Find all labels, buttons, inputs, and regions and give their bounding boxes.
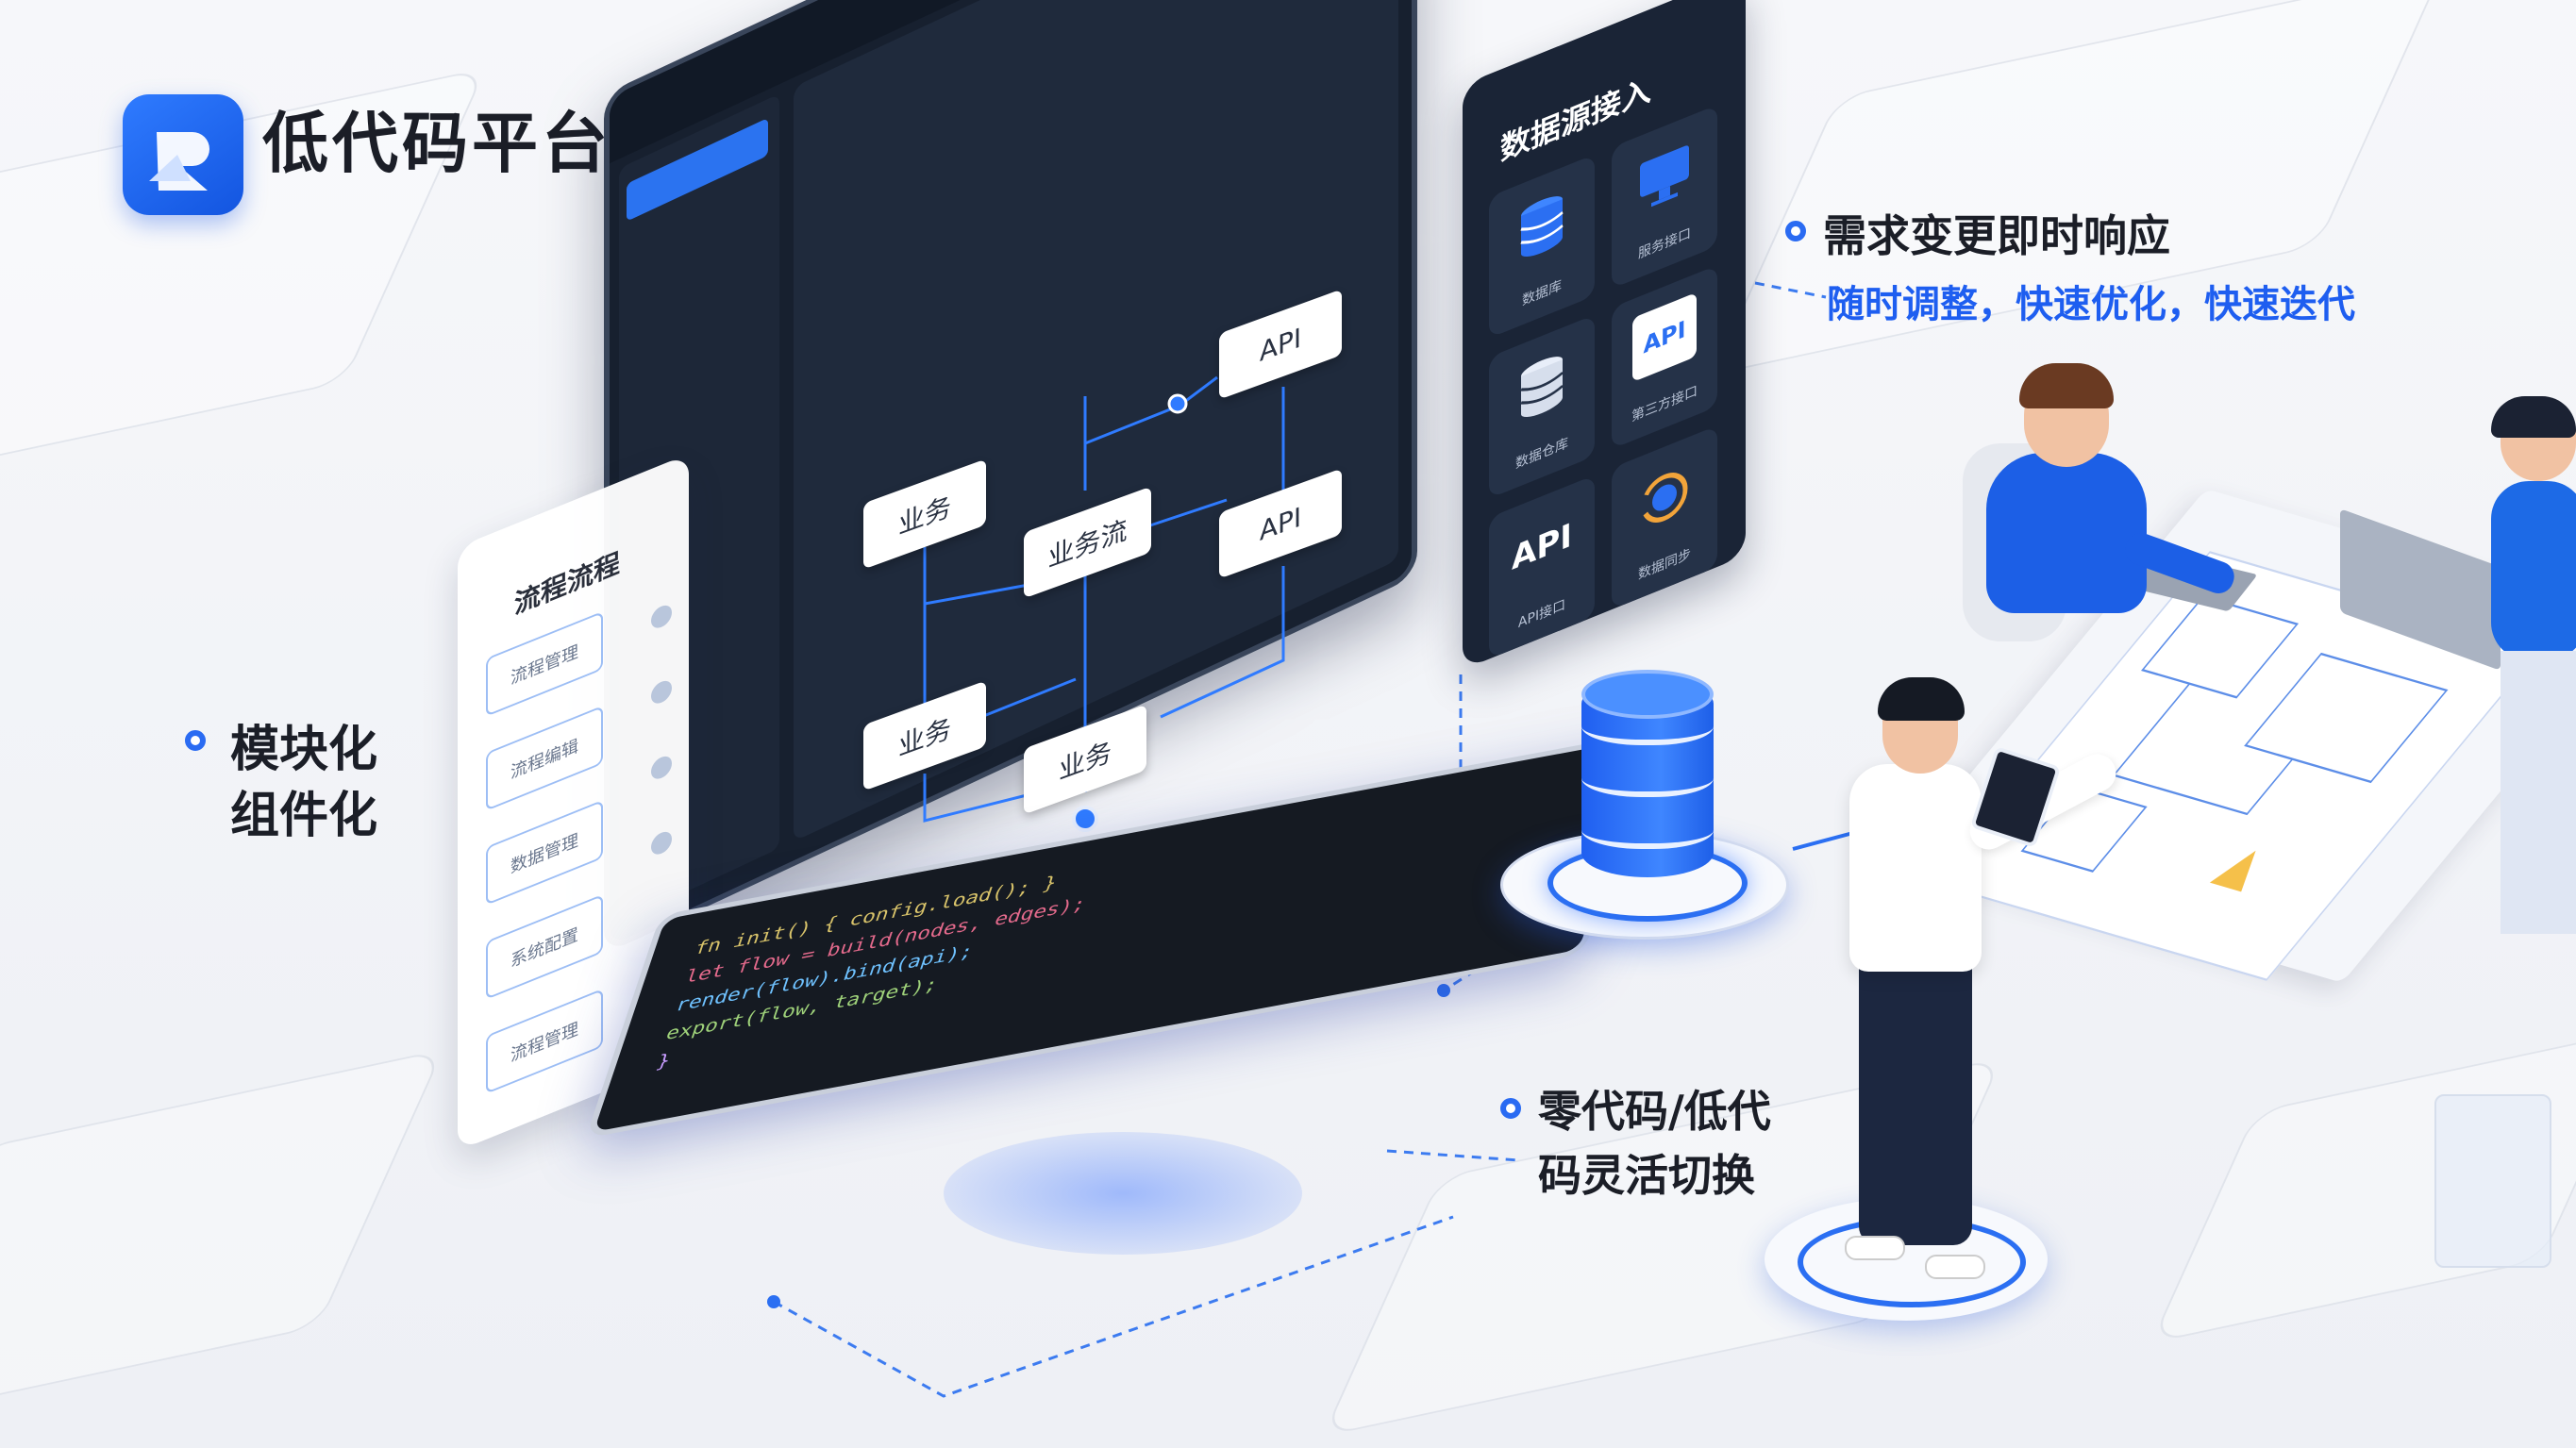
callout-dot xyxy=(1500,1098,1521,1119)
database-icon xyxy=(1520,196,1564,258)
database-band xyxy=(1581,726,1714,745)
process-side-icon xyxy=(651,602,672,632)
callout-requirement-title: 需求变更即时响应 xyxy=(1823,210,2170,261)
database-band xyxy=(1581,778,1714,797)
tablet-glow xyxy=(944,1132,1302,1255)
brand-title: 低代码平台 xyxy=(262,105,611,182)
code-line: } xyxy=(653,1048,675,1074)
data-card-service[interactable]: 服务接口 xyxy=(1612,104,1717,290)
callout-modular-line1: 模块化 xyxy=(230,722,378,778)
monitor-icon xyxy=(1640,145,1689,208)
callout-modular-line2: 组件化 xyxy=(230,788,378,844)
process-item[interactable]: 流程管理 xyxy=(486,610,603,717)
callout-dot xyxy=(185,730,206,751)
sync-icon xyxy=(1641,473,1688,523)
callout-zerocode-line1: 零代码/低代 xyxy=(1538,1086,1771,1137)
api-icon: API xyxy=(1512,516,1572,578)
process-side-icon xyxy=(651,828,672,858)
callout-dot xyxy=(1785,221,1806,241)
process-item[interactable]: 流程编辑 xyxy=(486,705,603,811)
data-card-third-party[interactable]: API 第三方接口 xyxy=(1612,264,1717,450)
process-side-icon xyxy=(651,753,672,783)
data-card-warehouse[interactable]: 数据仓库 xyxy=(1489,314,1595,499)
glass-cube xyxy=(2434,1094,2551,1268)
data-card-sync[interactable]: 数据同步 xyxy=(1612,424,1717,610)
blueprint-sheet xyxy=(1933,551,2543,981)
process-side-icon xyxy=(651,677,672,707)
process-item[interactable]: 数据管理 xyxy=(486,799,603,906)
platform-logo-icon xyxy=(123,94,243,215)
callout-zerocode-line2: 码灵活切换 xyxy=(1538,1150,1755,1201)
database-top xyxy=(1581,670,1714,719)
callout-requirement-subtitle: 随时调整，快速优化，快速迭代 xyxy=(1827,283,2355,326)
database-stack-icon xyxy=(1520,357,1564,418)
process-item[interactable]: 系统配置 xyxy=(486,893,603,1000)
data-card-database[interactable]: 数据库 xyxy=(1489,154,1595,339)
process-panel-title: 流程流程 xyxy=(514,546,621,621)
data-source-panel: 数据源接入 数据库 服务接口 数据仓库 API 第三方接口 API API接口 … xyxy=(1463,0,1746,671)
database-band xyxy=(1581,830,1714,849)
process-item[interactable]: 流程管理 xyxy=(486,988,603,1094)
api-doc-icon: API xyxy=(1632,291,1697,383)
